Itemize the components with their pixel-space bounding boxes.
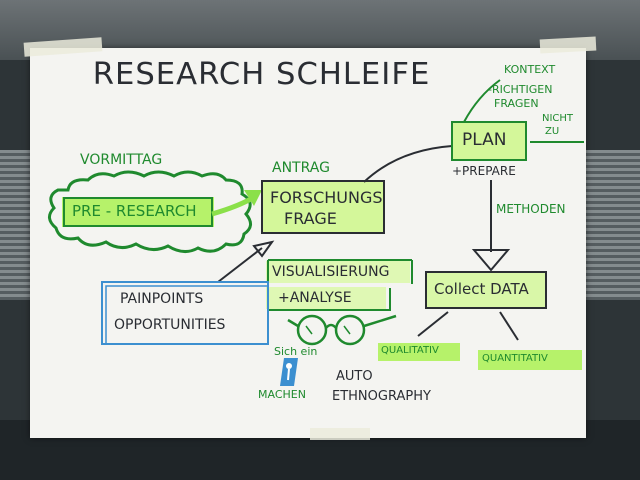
visualisierung-highlight bbox=[266, 261, 410, 283]
pre-research-highlight bbox=[62, 197, 214, 227]
plan-box bbox=[451, 121, 527, 161]
label-quantitativ: QUANTITATIV bbox=[482, 353, 548, 364]
label-sich-ein: Sich ein bbox=[274, 345, 318, 358]
label-nicht: NICHT bbox=[542, 113, 574, 124]
label-opportunities: OPPORTUNITIES bbox=[114, 317, 226, 333]
pre-research-cloud bbox=[48, 170, 252, 253]
label-analyse: +ANALYSE bbox=[278, 290, 352, 306]
label-pre-research: PRE - RESEARCH bbox=[72, 202, 197, 220]
label-kontext: KONTEXT bbox=[504, 63, 556, 76]
label-machen: MACHEN bbox=[258, 388, 306, 401]
forschungsfrage-highlight bbox=[262, 182, 384, 232]
label-visualisierung: VISUALISIERUNG bbox=[272, 264, 390, 280]
analyse-highlight bbox=[266, 287, 386, 309]
collect-data-box bbox=[425, 271, 547, 309]
label-collect-data: Collect DATA bbox=[434, 280, 529, 298]
tape-bottom bbox=[310, 428, 370, 440]
label-plan: PLAN bbox=[462, 130, 507, 150]
line-plan-to-kontext bbox=[463, 79, 501, 123]
arrow-methoden-head bbox=[471, 249, 511, 272]
label-methoden: METHODEN bbox=[496, 202, 566, 216]
line-to-qualitativ bbox=[417, 311, 449, 337]
arrow-pre-to-frage-head bbox=[244, 190, 262, 206]
window-blinds-right bbox=[585, 150, 640, 300]
label-antrag: ANTRAG bbox=[272, 160, 330, 176]
arrow-painpoints-head bbox=[252, 240, 275, 258]
glasses-icon bbox=[287, 314, 397, 346]
person-in-mirror-icon bbox=[280, 358, 298, 386]
quantitativ-highlight bbox=[478, 350, 582, 370]
label-auto: AUTO bbox=[336, 369, 373, 384]
qualitativ-highlight bbox=[378, 343, 460, 361]
forschungsfrage-box bbox=[261, 180, 385, 234]
label-prepare: +PREPARE bbox=[452, 164, 516, 178]
line-to-quantitativ bbox=[499, 311, 519, 341]
label-forschungsfrage-1: FORSCHUNGS bbox=[270, 188, 383, 207]
plan-highlight bbox=[453, 123, 525, 159]
label-qualitativ: QUALITATIV bbox=[381, 345, 439, 356]
label-forschungsfrage-2: FRAGE bbox=[284, 209, 337, 228]
label-richtigen-2: FRAGEN bbox=[494, 97, 539, 110]
visualisierung-bracket bbox=[267, 259, 413, 284]
label-vormittag: VORMITTAG bbox=[80, 152, 163, 168]
label-richtigen-1: -RICHTIGEN bbox=[488, 83, 553, 96]
line-frage-to-plan bbox=[363, 145, 453, 183]
collect-data-highlight bbox=[427, 273, 545, 307]
label-painpoints: PAINPOINTS bbox=[120, 291, 204, 307]
label-ethnography: ETHNOGRAPHY bbox=[332, 389, 431, 404]
painpoints-box-inner bbox=[105, 285, 269, 345]
label-zu: ZU bbox=[545, 126, 560, 137]
flipchart-paper bbox=[30, 48, 586, 438]
page-title: RESEARCH SCHLEIFE bbox=[92, 57, 431, 92]
arrow-painpoints-to-frage bbox=[217, 247, 263, 283]
